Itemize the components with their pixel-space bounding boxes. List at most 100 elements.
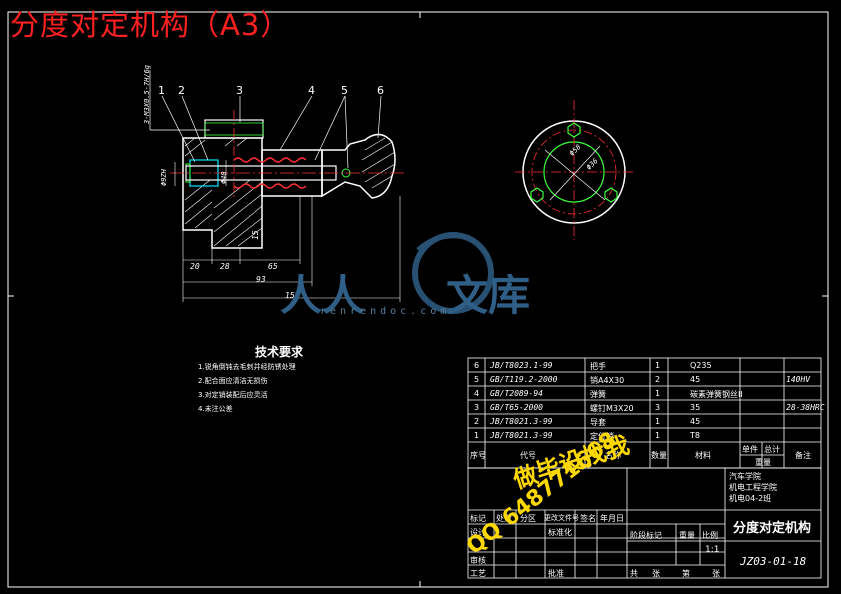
bom-cell-code: GB/T119.2-2000	[490, 375, 558, 384]
bom-cell-code: JB/T8021.3-99	[490, 431, 553, 440]
bom-header-no: 序号	[470, 451, 486, 460]
bom-cell-code: GB/T65-2000	[490, 403, 543, 412]
drawing-name: 分度对定机构	[733, 521, 812, 536]
bom-table	[467, 357, 822, 469]
bom-cell-name: 销A4X30	[590, 376, 625, 385]
bom-cell-qty: 1	[655, 417, 661, 426]
bom-cell-no: 3	[474, 403, 480, 412]
bom-header-qty: 数量	[651, 451, 667, 460]
drawing-no: JZ03-01-18	[740, 555, 807, 568]
bom-header-single: 单件	[742, 445, 758, 454]
tb-stage: 阶段标记	[630, 531, 662, 540]
tb-design: 设计	[470, 528, 486, 537]
bom-cell-mat: Q235	[690, 361, 712, 370]
bom-cell-qty: 1	[655, 431, 661, 440]
spring-top	[233, 157, 307, 163]
bom-header-note: 备注	[795, 451, 811, 460]
drawing-frame	[7, 11, 829, 588]
bom-cell-note: 28-38HRC	[786, 403, 825, 412]
bom-cell-qty: 1	[655, 361, 661, 370]
scale-value: 1:1	[705, 545, 720, 555]
dim-93: 93	[256, 275, 266, 284]
bom-cell-qty: 3	[655, 403, 661, 412]
tb-mark: 标记	[470, 514, 486, 523]
title-block	[467, 467, 822, 579]
tech-list: 1.锐角倒钝去毛刺并经防锈处理 2.配合面应清洁无损伤 3.对定销装配后应灵活 …	[198, 360, 296, 416]
drawing-title: 分度对定机构（A3）	[10, 8, 291, 42]
tb-count: 处数	[496, 514, 512, 523]
bom-cell-mat: 45	[690, 375, 701, 384]
bolt-holes	[530, 122, 618, 203]
site-watermark: renrendoc.com	[320, 306, 451, 317]
bom-header-name: 名称	[605, 451, 621, 460]
handle-hatch	[361, 137, 396, 189]
tech-title: 技术要求	[255, 345, 304, 359]
bom-cell-no: 1	[474, 431, 480, 440]
bom-cell-name: 导套	[590, 418, 606, 427]
handle	[321, 133, 396, 199]
tb-total: 共	[630, 569, 638, 578]
part-label-1: 1	[158, 84, 165, 97]
tech-item: 4.未注公差	[198, 405, 233, 413]
end-view-dims	[544, 145, 606, 201]
section-view	[149, 70, 405, 302]
bom-cell-code: GB/T2089-94	[490, 389, 543, 398]
school-2: 机电工程学院	[729, 483, 777, 492]
bom-cell-name: 螺钉M3X20	[590, 404, 634, 413]
dim-d1: Φ9ZH	[160, 169, 168, 186]
bom-header-code: 代号	[520, 451, 536, 460]
tb-review: 审核	[470, 556, 486, 565]
dim-20: 20	[190, 262, 200, 271]
spring-bottom	[233, 183, 307, 189]
tb-sheet2: 张	[712, 569, 720, 578]
bom-cell-mat: T8	[690, 431, 700, 440]
bom-cell-mat: 45	[690, 417, 701, 426]
dim-28: 28	[220, 262, 230, 271]
logo-text-1: 人人	[280, 271, 365, 320]
dim-15: 15	[251, 230, 260, 240]
bom-cell-no: 2	[474, 417, 480, 426]
tb-std: 标准化	[548, 528, 572, 537]
dim-157: 157	[285, 291, 300, 300]
bom-cell-note: 140HV	[786, 375, 811, 384]
bom-header-total: 总计	[764, 445, 780, 454]
bom-cell-mat: 碳素弹簧钢丝II	[690, 390, 743, 399]
bom-cell-no: 4	[474, 389, 480, 398]
tb-page: 第	[682, 569, 690, 578]
class-name: 机电04-2班	[729, 494, 772, 503]
logo-watermark	[412, 232, 494, 314]
bom-cell-no: 5	[474, 375, 480, 384]
bom-cell-name: 弹簧	[590, 390, 606, 399]
tb-zone: 分区	[520, 514, 536, 523]
tb-craft: 工艺	[470, 569, 486, 578]
bom-cell-name: 把手	[590, 362, 606, 371]
part-label-5: 5	[341, 84, 348, 97]
bom-header-mat: 材料	[695, 451, 711, 460]
dim-d2: Φ40	[220, 171, 228, 184]
tech-item: 1.锐角倒钝去毛刺并经防锈处理	[198, 363, 296, 371]
part-label-6: 6	[377, 84, 384, 97]
bom-cell-mat: 35	[690, 403, 701, 412]
bom-header-weight: 重量	[755, 458, 771, 467]
dim-thread: 3-M3X0.5-7H/6g	[143, 64, 151, 124]
leader-lines	[149, 70, 382, 169]
bom-cell-code: JB/T8023.1-99	[490, 361, 553, 370]
dim-65: 65	[268, 262, 278, 271]
bom-cell-name: 定位销	[590, 432, 614, 441]
bom-cell-qty: 2	[655, 375, 661, 384]
logo-text-2: 文库	[446, 271, 531, 320]
part-label-2: 2	[178, 84, 185, 97]
part-label-3: 3	[236, 84, 243, 97]
bom-cell-code: JB/T8021.3-99	[490, 417, 553, 426]
tb-sheets: 张	[652, 569, 660, 578]
tb-docno: 更改文件号	[544, 514, 579, 522]
tb-date: 年月日	[600, 514, 624, 523]
tb-sign: 签名	[580, 514, 596, 523]
school-1: 汽车学院	[729, 472, 761, 481]
end-view	[515, 100, 633, 240]
tb-ratio: 比例	[702, 531, 718, 540]
tech-item: 2.配合面应清洁无损伤	[198, 377, 268, 385]
tb-weight: 重量	[679, 531, 695, 540]
